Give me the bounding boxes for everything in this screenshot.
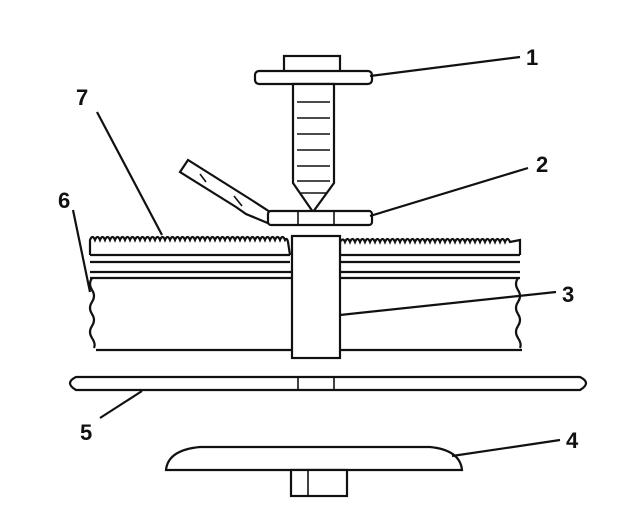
leader-lines [71, 55, 561, 458]
callout-labels: 1 2 3 4 5 6 7 [58, 45, 579, 453]
callout-5: 5 [80, 420, 92, 445]
plate-part-5 [68, 375, 588, 392]
sleeve-part-3 [290, 234, 342, 360]
callout-2: 2 [536, 152, 548, 177]
bracket-part-2 [178, 158, 374, 227]
callout-6: 6 [58, 188, 70, 213]
callout-4: 4 [566, 428, 579, 453]
callout-1: 1 [526, 45, 538, 70]
carpet-part-7 [88, 235, 522, 264]
callout-7: 7 [76, 85, 88, 110]
screw-part-1 [253, 54, 374, 214]
callout-3: 3 [562, 282, 574, 307]
retainer-part-4 [164, 445, 464, 498]
panel-part-6 [88, 270, 522, 352]
